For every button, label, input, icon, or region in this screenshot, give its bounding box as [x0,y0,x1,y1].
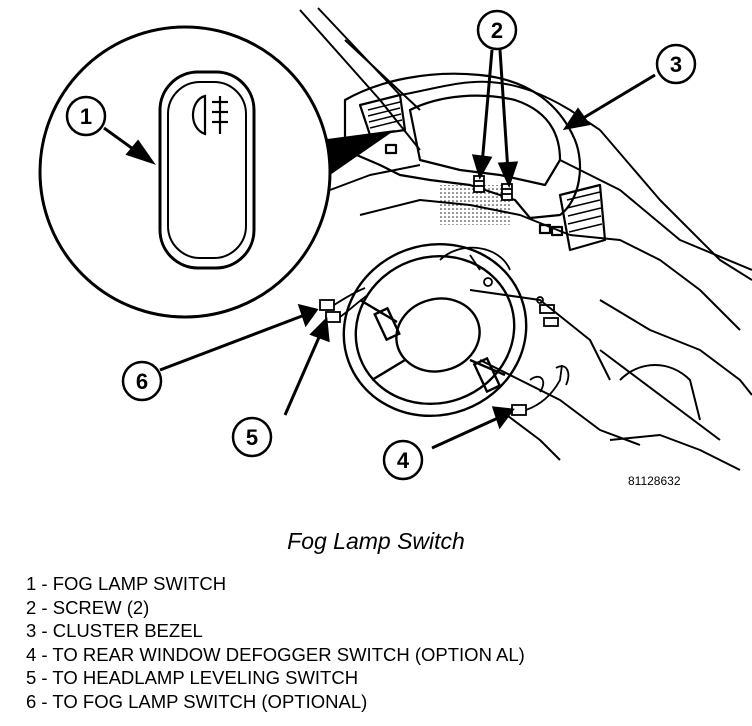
callout-1: 1 [65,95,107,137]
figure-caption: Fog Lamp Switch [287,528,465,554]
steering-wheel [342,242,528,418]
legend-item: 4 - TO REAR WINDOW DEFOGGER SWITCH (OPTI… [26,643,525,665]
callout-4-label: 4 [397,448,410,473]
fog-lamp-icon [191,94,228,136]
callout-4: 4 [382,439,424,481]
callout-5-label: 5 [246,425,258,450]
connector-right [511,364,570,416]
vent-left [367,101,403,129]
callout-3: 3 [655,43,697,85]
fog-lamp-switch-diagram: 1 2 3 4 5 6 [38,7,752,481]
dashboard-outline [299,7,752,471]
magnified-view [38,25,395,319]
legend-item: 5 - TO HEADLAMP LEVELING SWITCH [26,667,359,688]
callout-5: 5 [231,416,273,458]
fog-lamp-switch [158,70,256,270]
callout-3-label: 3 [670,52,682,77]
legend-item: 1 - FOG LAMP SWITCH [26,573,227,594]
legend-item: 3 - CLUSTER BEZEL [26,620,203,641]
legend: 1 - FOG LAMP SWITCH 2 - SCREW (2) 3 - CL… [26,572,525,713]
callout-6-label: 6 [136,369,148,394]
callout-2: 2 [476,9,518,51]
vent-right [566,191,603,233]
cluster-bezel [343,72,607,252]
callout-1-label: 1 [80,104,92,129]
leader-lines [103,49,656,450]
figure-reference-number: 81128632 [628,474,681,488]
screw [473,175,513,201]
callout-2-label: 2 [491,18,503,43]
legend-item: 6 - TO FOG LAMP SWITCH (OPTIONAL) [26,690,368,712]
callout-6: 6 [121,360,163,402]
legend-item: 2 - SCREW (2) [26,596,150,618]
instrument-gauges [439,246,559,327]
connector-left [319,287,369,323]
